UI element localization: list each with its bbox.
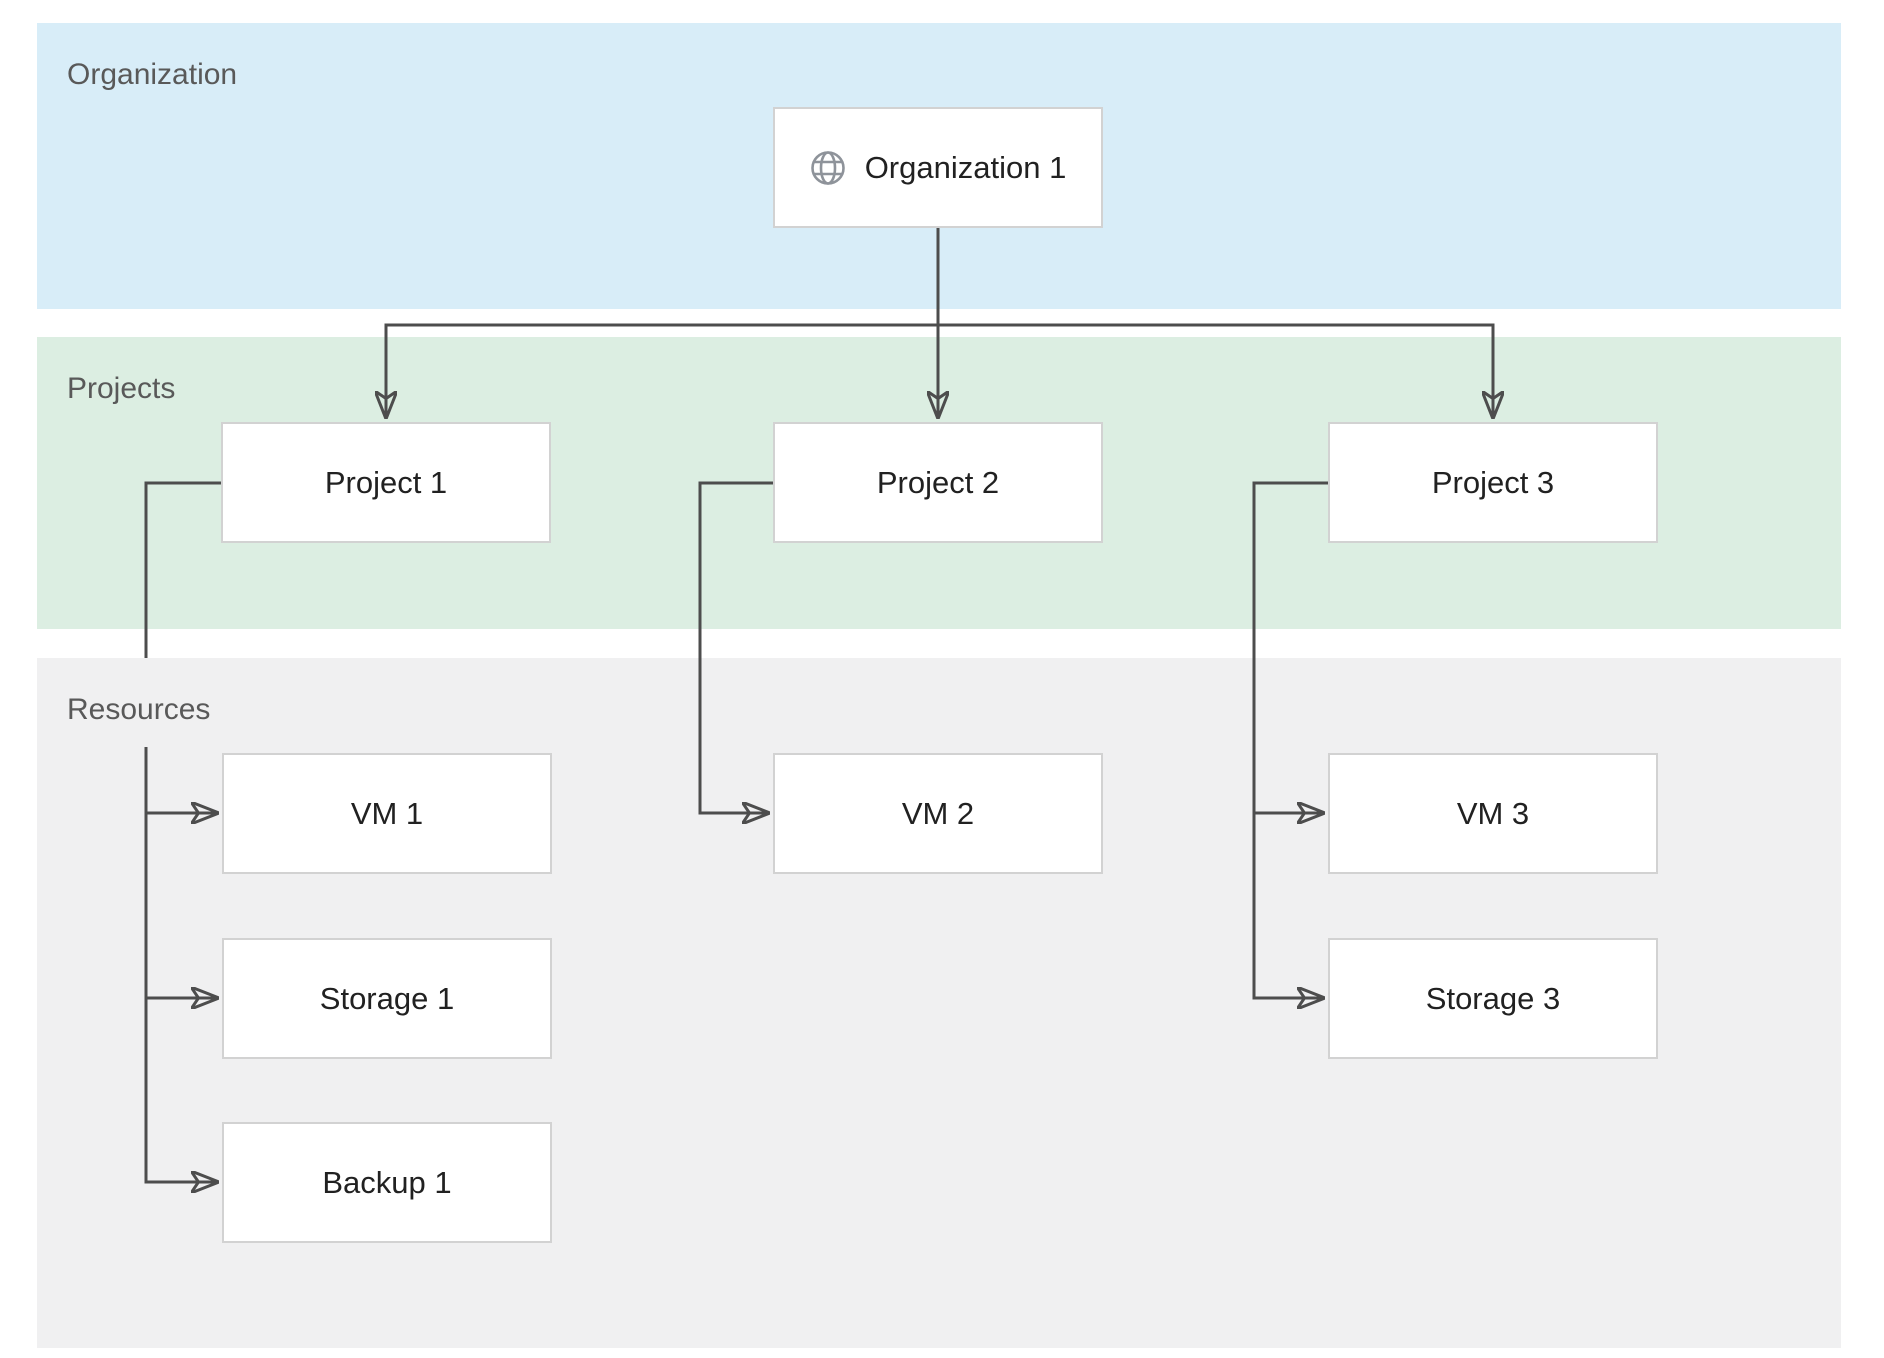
edge-project1-vm1 [144,481,222,813]
node-label: Backup 1 [322,1164,452,1200]
node-label: Project 2 [876,464,1000,500]
resources-band-label: Resources [53,658,227,747]
node-label: VM 1 [350,795,424,831]
node-storage3: Storage 3 [1328,938,1658,1059]
node-backup1: Backup 1 [222,1122,552,1243]
node-organization1: Organization 1 [773,107,1103,228]
node-project3: Project 3 [1328,422,1658,543]
node-storage1: Storage 1 [222,938,552,1059]
node-label: Storage 1 [319,980,455,1016]
node-project2: Project 2 [773,422,1103,543]
node-label: VM 2 [901,795,975,831]
node-vm1: VM 1 [222,753,552,874]
edge-project2-vm2 [698,481,773,813]
node-vm2: VM 2 [773,753,1103,874]
node-vm3: VM 3 [1328,753,1658,874]
edge-project1-backup1 [144,481,222,1182]
node-label: Project 3 [1431,464,1555,500]
node-project1: Project 1 [221,422,551,543]
node-label: Organization 1 [864,149,1067,185]
edge-project3-vm3 [1252,481,1328,813]
edge-organization1-project3 [938,323,1493,419]
projects-band-label: Projects [53,337,192,426]
globe-icon [810,150,845,185]
node-label: VM 3 [1456,795,1530,831]
organization-band-label: Organization [53,23,254,112]
node-label: Project 1 [324,464,448,500]
edge-organization1-project1 [386,323,938,419]
node-label: Storage 3 [1425,980,1561,1016]
edge-project3-storage3 [1252,481,1328,998]
